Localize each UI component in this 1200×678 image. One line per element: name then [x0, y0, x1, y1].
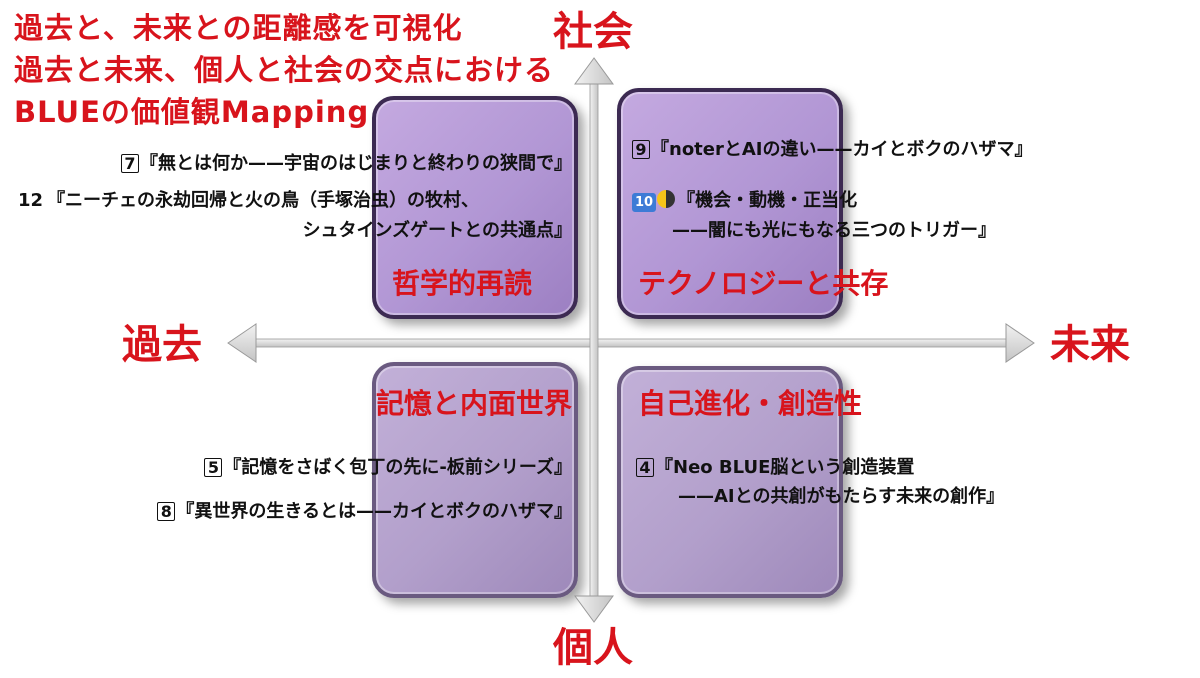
- arrow-left-icon: [227, 323, 257, 363]
- arrow-down-icon: [574, 595, 614, 623]
- list-item: シュタインズゲートとの共通点』: [303, 222, 572, 240]
- item-text: 『機会・動機・正当化: [677, 190, 858, 211]
- quadrant-title-technology: テクノロジーと共存: [638, 267, 889, 300]
- list-item: 5『記憶をさばく包丁の先に-板前シリーズ』: [204, 458, 572, 477]
- horizontal-axis: [227, 323, 1035, 363]
- list-item: 10 『機会・動機・正当化: [632, 190, 857, 212]
- quadrant-box-top-left: [372, 96, 578, 319]
- list-item: 7『無とは何か——宇宙のはじまりと終わりの狭間で』: [121, 154, 572, 173]
- item-number: 8: [157, 502, 176, 521]
- axis-label-society: 社会: [553, 9, 633, 55]
- list-item: 12『ニーチェの永劫回帰と火の鳥（手塚治虫）の牧村、: [18, 192, 479, 210]
- title-line-2: 過去と未来、個人と社会の交点における: [14, 56, 554, 85]
- axis-label-past: 過去: [122, 322, 202, 368]
- item-text: 『記憶をさばく包丁の先に-板前シリーズ』: [223, 457, 572, 478]
- moon-icon: [657, 190, 676, 208]
- arrow-right-icon: [1005, 323, 1035, 363]
- item-number: 9: [632, 140, 650, 159]
- list-item: 4『Neo BLUE脳という創造装置: [636, 458, 914, 477]
- item-number: 10: [632, 193, 657, 212]
- item-number: 5: [204, 458, 223, 477]
- item-text: 『異世界の生きるとは——カイとボクのハザマ』: [176, 501, 572, 522]
- list-item: ——闇にも光にもなる三つのトリガー』: [672, 222, 996, 240]
- quadrant-title-memory: 記憶と内面世界: [376, 387, 573, 420]
- item-text: シュタインズゲートとの共通点』: [302, 220, 572, 241]
- title-line-2-main: 過去と未来、個人と社会の交点におけ: [14, 53, 525, 87]
- title-line-3: BLUEの価値観Mapping: [14, 95, 370, 129]
- item-number: 12: [18, 190, 44, 211]
- list-item: ——AIとの共創がもたらす未来の創作』: [678, 488, 1004, 506]
- quadrant-box-bottom-right: [617, 366, 843, 598]
- item-text: 『noterとAIの違い——カイとボクのハザマ』: [651, 139, 1033, 160]
- title-line-2-end: る: [524, 53, 555, 87]
- item-text: ——AIとの共創がもたらす未来の創作』: [678, 486, 1005, 507]
- axis-label-future: 未来: [1050, 322, 1130, 368]
- item-text: 『ニーチェの永劫回帰と火の鳥（手塚治虫）の牧村、: [47, 190, 480, 211]
- vertical-axis: [574, 57, 614, 623]
- item-number: 4: [636, 458, 654, 477]
- list-item: 8『異世界の生きるとは——カイとボクのハザマ』: [157, 502, 572, 521]
- item-text: 『無とは何か——宇宙のはじまりと終わりの狭間で』: [140, 153, 572, 174]
- item-text: ——闇にも光にもなる三つのトリガー』: [672, 220, 996, 241]
- title-line-1: 過去と、未来との距離感を可視化: [14, 11, 463, 45]
- axis-label-individual: 個人: [553, 625, 633, 671]
- quadrant-box-bottom-left: [372, 362, 578, 598]
- arrow-up-icon: [574, 57, 614, 85]
- quadrant-title-philosophy: 哲学的再読: [392, 267, 533, 300]
- item-number: 7: [121, 154, 139, 173]
- list-item: 9『noterとAIの違い——カイとボクのハザマ』: [632, 140, 1033, 159]
- quadrant-title-self-evolution: 自己進化・創造性: [638, 387, 863, 420]
- item-text: 『Neo BLUE脳という創造装置: [655, 457, 915, 478]
